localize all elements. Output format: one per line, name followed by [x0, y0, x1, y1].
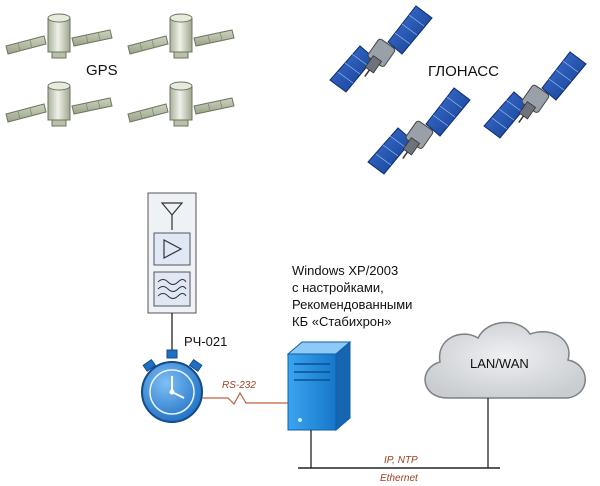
antenna-icon [160, 202, 184, 230]
protocols-label: IP, NTP [384, 455, 418, 466]
glonass-satellite-icon [329, 5, 433, 93]
pc-description-line: Рекомендованными [292, 297, 413, 312]
gps-satellite-icon [127, 81, 235, 127]
glonass-satellite-icon [483, 51, 587, 139]
gps-satellite-icon [5, 13, 113, 59]
receiver-label: РЧ-021 [184, 334, 228, 349]
gps-satellite-icon [5, 81, 113, 127]
stopwatch-clock-icon [141, 349, 203, 423]
filter-icon [153, 271, 191, 307]
pc-description-line: Windows XP/2003 [292, 263, 399, 278]
ethernet-label: Ethernet [380, 473, 418, 484]
pc-description-line: с настройками, [292, 280, 384, 295]
glonass-label: ГЛОНАСС [428, 63, 499, 80]
serial-link-label: RS-232 [222, 380, 256, 391]
gps-label: GPS [86, 62, 118, 79]
gps-satellite-icon [127, 13, 235, 59]
pc-description: Windows XP/2003 с настройками, Рекомендо… [292, 262, 452, 330]
network-label: LAN/WAN [470, 356, 529, 371]
cloud-icon [424, 321, 586, 399]
gps-satellite-group [5, 13, 235, 127]
glonass-satellite-group [329, 5, 587, 175]
server-tower-icon [286, 340, 352, 432]
rs232-link [202, 391, 290, 405]
glonass-satellite-icon [367, 87, 471, 175]
amplifier-icon [153, 232, 191, 266]
receiver-unit [147, 192, 197, 314]
pc-description-line: КБ «Стабихрон» [292, 314, 392, 329]
